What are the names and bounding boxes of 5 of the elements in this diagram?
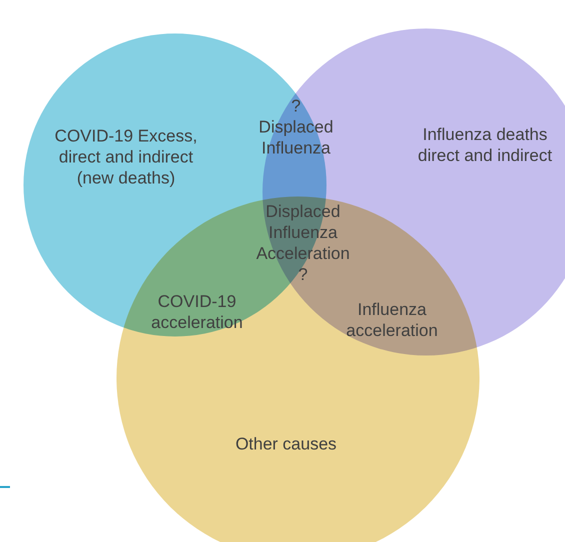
circle-label: Influenza deaths direct and indirect bbox=[416, 124, 554, 166]
circle-label: Other causes bbox=[234, 434, 338, 454]
circle-label: COVID-19 Excess, direct and indirect (new deaths) bbox=[54, 126, 198, 188]
overlap-label: Influenza acceleration bbox=[345, 299, 439, 341]
overlap-label: COVID-19 acceleration bbox=[150, 291, 244, 333]
